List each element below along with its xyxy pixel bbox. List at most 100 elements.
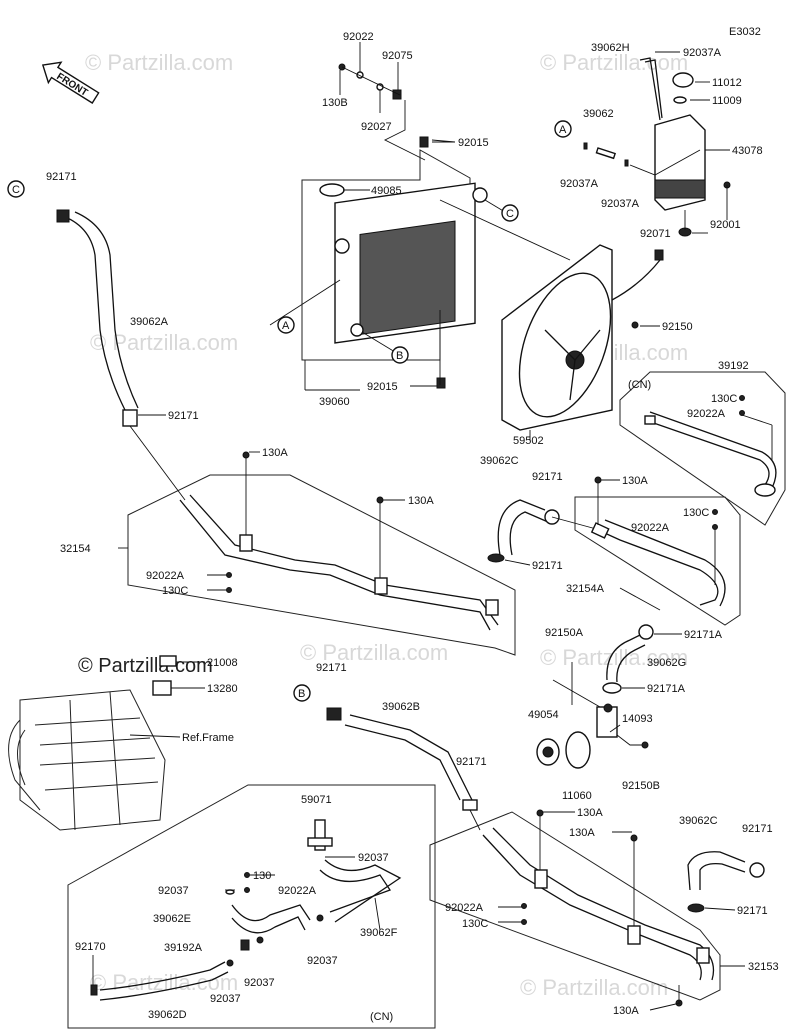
part-label: 130A — [408, 495, 434, 507]
part-label: 92027 — [361, 121, 392, 133]
part-label: 39062 — [583, 108, 614, 120]
callout-circle — [7, 180, 25, 198]
part-label: 92170 — [75, 941, 106, 953]
reservoir-assembly — [583, 57, 731, 237]
thermostat-assembly — [536, 634, 649, 769]
part-label: 130C — [462, 918, 488, 930]
part-label: 130 — [253, 870, 271, 882]
hose-39062B — [326, 707, 481, 831]
part-label: 92022 — [343, 31, 374, 43]
part-label: 43078 — [732, 145, 763, 157]
part-label: 39062F — [360, 927, 398, 939]
part-label: 92171 — [456, 756, 487, 768]
cn-inset-box — [67, 784, 436, 1029]
part-label: 92171 — [737, 905, 768, 917]
part-label: 92015 — [367, 381, 398, 393]
watermark: © Partzilla.com — [85, 50, 233, 75]
callout-b: B — [396, 350, 403, 362]
hose-39062A — [56, 209, 186, 501]
part-label: 130A — [262, 447, 288, 459]
part-label: 92171 — [46, 171, 77, 183]
part-label: 92071 — [640, 228, 671, 240]
part-label: 39062B — [382, 701, 420, 713]
callout-c: C — [506, 208, 514, 220]
part-label: 32153 — [748, 961, 779, 973]
part-label: (CN) — [628, 379, 651, 391]
watermark: © Partzilla.com — [540, 645, 688, 670]
part-label: 11009 — [712, 95, 742, 107]
watermark: © Partzilla.com — [90, 330, 238, 355]
part-label: 39062D — [148, 1009, 187, 1021]
part-label: 92171A — [684, 629, 723, 641]
part-label: 92075 — [382, 50, 413, 62]
fan-assembly — [439, 199, 664, 440]
part-label: 39192 — [718, 360, 749, 372]
watermark: © Partzilla.com — [520, 975, 668, 1000]
part-labels: 92022 92075 130B 92027 92015 49085 39060… — [46, 31, 779, 1023]
callout-a: A — [282, 320, 290, 332]
part-label: 39062H — [591, 42, 630, 54]
part-label: 92171A — [647, 683, 686, 695]
part-label: 92015 — [458, 137, 489, 149]
part-label: 92171 — [532, 560, 563, 572]
part-label: 92150 — [662, 321, 693, 333]
part-label: 130A — [569, 827, 595, 839]
watermark-layer: © Partzilla.com © Partzilla.com © Partzi… — [78, 50, 688, 1000]
part-label: 32154 — [60, 543, 91, 555]
ref-frame — [8, 655, 205, 831]
callout-b: B — [298, 688, 305, 700]
part-label: 13280 — [207, 683, 238, 695]
hose-32153-group — [429, 809, 721, 1007]
part-label: 130A — [622, 475, 648, 487]
part-label: 92150A — [545, 627, 584, 639]
part-label: 32154A — [566, 583, 605, 595]
part-label: 92171 — [742, 823, 773, 835]
part-label: 39062C — [480, 455, 519, 467]
part-label: 92022A — [687, 408, 726, 420]
radiator-assembly — [269, 136, 506, 391]
part-label: 39062G — [647, 657, 686, 669]
part-label: 92022A — [631, 522, 670, 534]
part-label: 130A — [577, 807, 603, 819]
callouts: C C A B A B — [7, 120, 572, 702]
part-label: 92171 — [316, 662, 347, 674]
part-label: 92001 — [710, 219, 741, 231]
watermark: © Partzilla.com — [90, 970, 238, 995]
part-label: (CN) — [370, 1011, 393, 1023]
part-label: 21008 — [207, 657, 238, 669]
watermark: © Partzilla.com — [300, 640, 448, 665]
part-label: 49085 — [371, 185, 402, 197]
watermark-main: © Partzilla.com — [78, 655, 213, 677]
callout-a: A — [559, 124, 567, 136]
part-label: 130A — [613, 1005, 639, 1017]
part-label: 92037A — [683, 47, 722, 59]
part-label: 11012 — [712, 77, 742, 89]
cn-39192-box — [619, 371, 786, 526]
part-label: 59071 — [301, 794, 332, 806]
part-label: 92171 — [532, 471, 563, 483]
part-label: 92037 — [358, 852, 389, 864]
part-label: 92037 — [158, 885, 189, 897]
diagram-code: E3032 — [729, 26, 761, 38]
hose-39062C-top — [487, 499, 601, 563]
part-label: 130C — [711, 393, 737, 405]
part-label: 92037 — [244, 977, 275, 989]
hose-32154A-group — [574, 476, 741, 640]
callout-circle — [501, 204, 519, 222]
callout-circle — [554, 120, 572, 138]
part-label: 39062A — [130, 316, 169, 328]
part-label: 92037A — [601, 198, 640, 210]
hose-39062C-bottom — [687, 851, 765, 913]
hose-32154-group — [127, 451, 516, 656]
part-label: 130C — [683, 507, 709, 519]
watermark: © Partzilla.com — [540, 50, 688, 75]
part-label: 49054 — [528, 709, 559, 721]
part-label: 130C — [162, 585, 188, 597]
part-label: 14093 — [622, 713, 653, 725]
callout-circle — [277, 316, 295, 334]
part-label: 92037A — [560, 178, 599, 190]
part-label: 92037 — [307, 955, 338, 967]
part-label: 11060 — [562, 790, 592, 802]
part-label: 39192A — [164, 942, 203, 954]
